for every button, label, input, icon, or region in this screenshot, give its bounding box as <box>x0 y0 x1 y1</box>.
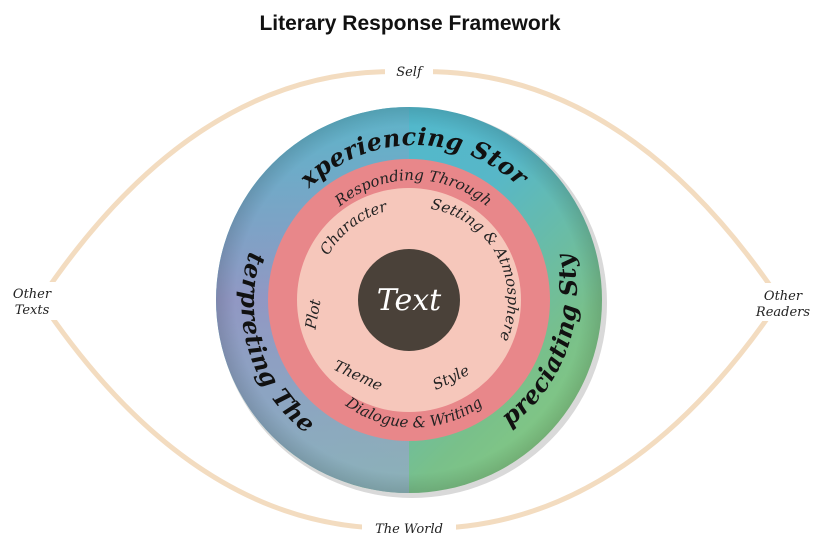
label-other-readers-line1: Other <box>764 289 803 304</box>
label-self: Self <box>396 65 424 80</box>
center-disc <box>358 249 460 351</box>
diagram-title: Literary Response Framework <box>259 12 560 35</box>
label-other-texts-line1: Other <box>13 287 52 302</box>
label-plot: Plot <box>301 297 324 332</box>
label-other-readers-line2: Readers <box>755 305 810 320</box>
center-label-text: Text <box>377 283 442 318</box>
label-the-world: The World <box>375 522 443 537</box>
label-other-texts-line2: Texts <box>15 303 50 318</box>
